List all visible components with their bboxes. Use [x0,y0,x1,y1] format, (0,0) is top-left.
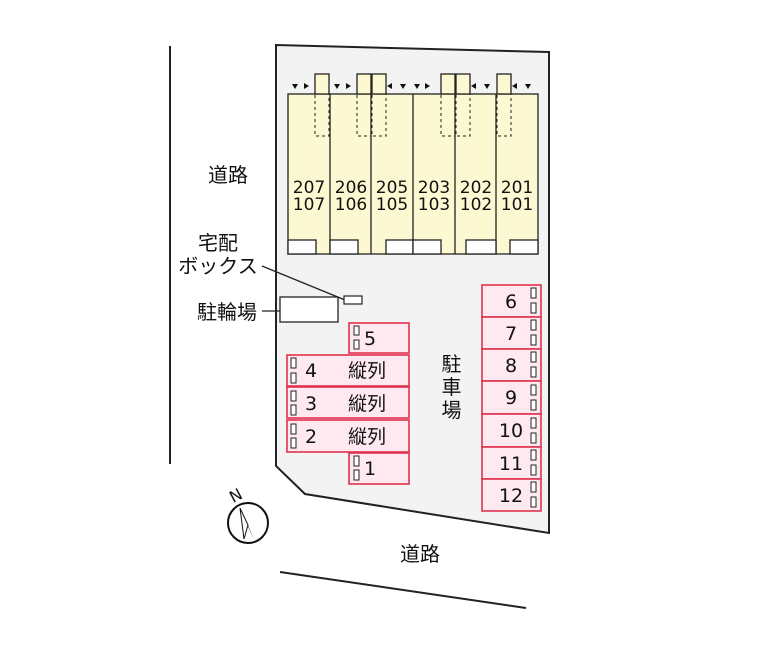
parking-number: 10 [499,420,523,442]
delivery-box [343,295,363,305]
stair-tab [455,73,471,95]
unit-number-upper: 207 [293,178,325,198]
parking-space [286,386,410,419]
balconies [287,239,539,255]
stair-dashes [314,93,512,137]
parking-number: 5 [364,328,376,350]
bicycle-parking-label: 駐輪場 [197,300,257,324]
stair-tab [440,73,456,95]
delivery-box-label: ボックス [178,254,257,278]
unit-number-upper: 201 [501,178,533,198]
west-parking-group: 5 4 縦列 3 縦列 2 縦列 1 [286,322,410,485]
parking-number: 9 [505,387,517,409]
unit-dividers [329,94,497,254]
parking-note: 縦列 [348,360,386,382]
parking-lot-label: 駐車場 [438,353,462,422]
stair-tab [496,73,512,95]
parking-space [286,419,410,453]
unit-number-upper: 205 [376,178,408,198]
stair-tab [314,73,330,95]
stair-tab [356,73,372,95]
parking-space [286,354,410,387]
delivery-box-leader [261,265,346,301]
east-parking-column: 6 7 8 9 10 11 12 [481,284,542,512]
parking-number: 8 [505,355,517,377]
parking-number: 7 [505,323,517,345]
unit-number-lower: 102 [460,195,492,215]
parking-note: 縦列 [348,426,386,448]
compass-icon: N [226,484,269,544]
unit-number-lower: 106 [335,195,367,215]
parking-note: 縦列 [348,393,386,415]
unit-number-upper: 203 [418,178,450,198]
unit-number-lower: 101 [501,195,533,215]
car-stop-markers [530,287,537,508]
parking-number: 11 [499,453,523,475]
delivery-box-label: 宅配 [198,231,238,255]
west-road-label: 道路 [208,163,248,187]
parking-number: 3 [305,393,317,415]
parking-number: 2 [305,426,317,448]
unit-number-upper: 206 [335,178,367,198]
parking-number: 4 [305,360,317,382]
unit-number-upper: 202 [460,178,492,198]
unit-number-lower: 105 [376,195,408,215]
entrance-arrows [292,83,531,89]
apartment-building: 207 107 206 106 205 105 203 103 202 102 … [287,73,539,255]
unit-number-lower: 107 [293,195,325,215]
parking-number: 1 [364,458,376,480]
south-road-line [279,571,527,609]
unit-number-lower: 103 [418,195,450,215]
parking-number: 12 [499,485,523,507]
south-road-label: 道路 [400,542,440,566]
bicycle-parking [279,296,339,323]
car-stop-markers [290,325,360,481]
parking-number: 6 [505,291,517,313]
stair-tab [371,73,387,95]
